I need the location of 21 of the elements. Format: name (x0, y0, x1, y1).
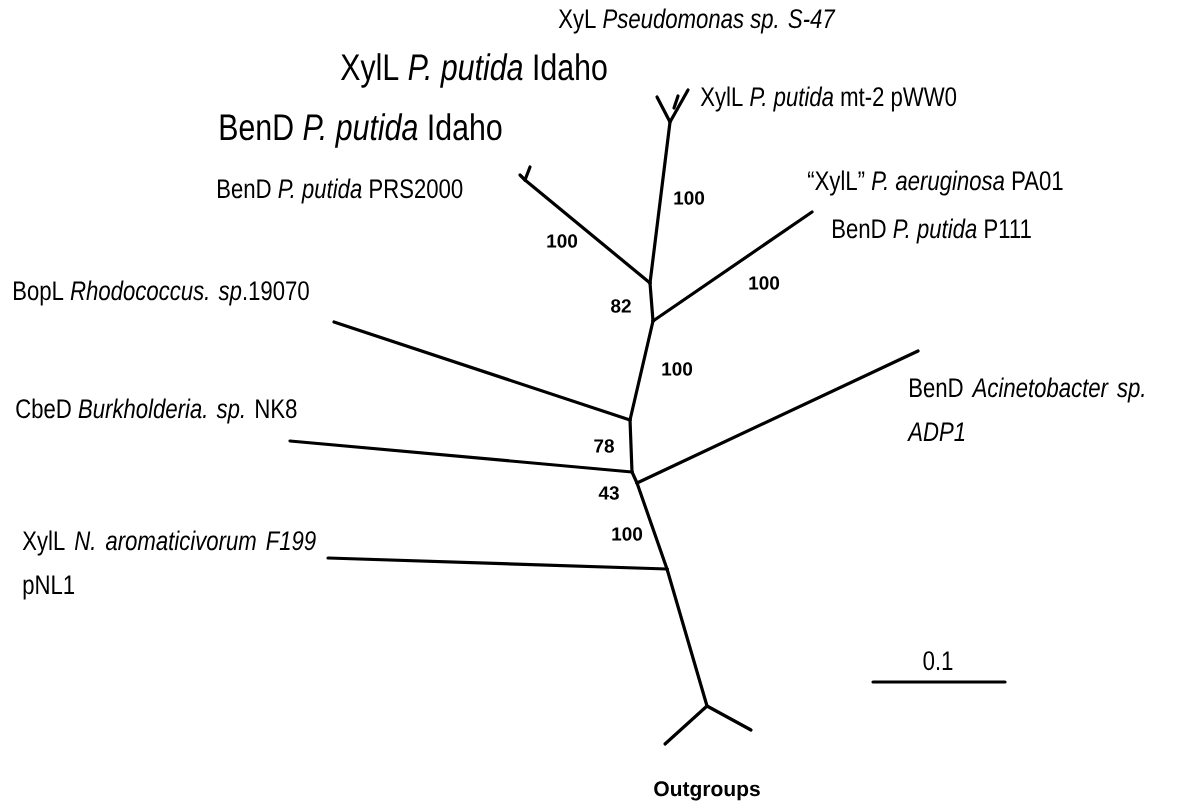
taxon-label: XylL P. putida Idaho (340, 53, 607, 88)
taxon-label: BopL Rhodococcus. sp.19070 (14, 280, 309, 306)
bootstrap-value: 43 (598, 486, 619, 500)
taxon-label: BenD Acinetobacter sp. ADP1 (907, 377, 1144, 441)
bootstrap-value: 82 (611, 299, 631, 313)
bootstrap-value: 78 (594, 439, 614, 453)
bootstrap-value: 100 (612, 527, 643, 541)
taxon-label: “XylL” P. aeruginosa PA01 (808, 170, 1063, 196)
bootstrap-value: 100 (674, 191, 705, 205)
taxon-label: BenD P. putida PRS2000 (218, 178, 463, 204)
group-label: Outgroups (654, 781, 760, 801)
scale-label: 0.1 (923, 651, 953, 671)
taxon-label: BenD P. putida P111 (833, 218, 1031, 244)
taxon-label: XyL Pseudomonas sp. S-47 (558, 8, 836, 34)
bootstrap-value: 100 (662, 362, 693, 376)
taxon-label: BenD P. putida Idaho (220, 113, 502, 148)
bootstrap-value: 100 (749, 276, 780, 290)
bootstrap-value: 100 (547, 234, 578, 248)
taxon-label: XylL N. aromaticivorum F199 pNL1 (22, 530, 316, 600)
taxon-label: CbeD Burkholderia. sp. NK8 (16, 398, 297, 424)
taxon-label: XylL P. putida mt-2 pWW0 (700, 86, 957, 112)
